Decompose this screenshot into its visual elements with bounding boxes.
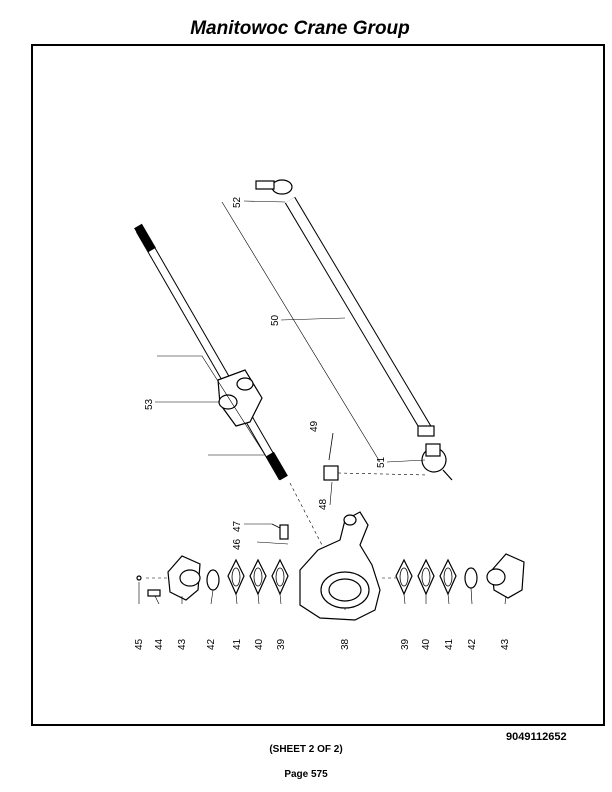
callout-43: 43 — [177, 638, 188, 650]
callout-45: 45 — [134, 638, 145, 650]
document-number: 9049112652 — [506, 731, 567, 743]
callout-39: 39 — [400, 638, 411, 650]
callout-41: 41 — [232, 638, 243, 650]
callout-50: 50 — [270, 314, 281, 326]
callout-42: 42 — [206, 638, 217, 650]
callout-47: 47 — [232, 520, 243, 532]
nut-48 — [323, 432, 429, 481]
bolt-47 — [271, 523, 289, 540]
page-title: Manitowoc Crane Group — [190, 18, 410, 39]
callout-38: 38 — [340, 638, 351, 650]
diagram-frame — [31, 44, 605, 726]
callout-49: 49 — [309, 420, 320, 432]
axle-shaft-53 — [134, 223, 288, 481]
callout-44: 44 — [154, 638, 165, 650]
left-shim-stack — [136, 555, 289, 601]
leader-lines — [138, 200, 507, 610]
steering-knuckle-38 — [299, 511, 381, 621]
callout-41: 41 — [444, 638, 455, 650]
callout-46: 46 — [232, 538, 243, 550]
callout-39: 39 — [276, 638, 287, 650]
page-number: Page 575 — [284, 769, 328, 780]
right-shim-stack — [382, 553, 525, 599]
callout-48: 48 — [318, 498, 329, 510]
sheet-label: (SHEET 2 OF 2) — [269, 744, 343, 755]
callout-42: 42 — [467, 638, 478, 650]
callout-labels: 52 50 53 49 51 48 47 46 45 44 43 42 41 4… — [134, 196, 511, 650]
callout-51: 51 — [376, 456, 387, 468]
tie-rod-50 — [255, 179, 453, 481]
callout-43: 43 — [500, 638, 511, 650]
callout-53: 53 — [144, 398, 155, 410]
callout-52: 52 — [232, 196, 243, 208]
callout-40: 40 — [421, 638, 432, 650]
callout-40: 40 — [254, 638, 265, 650]
